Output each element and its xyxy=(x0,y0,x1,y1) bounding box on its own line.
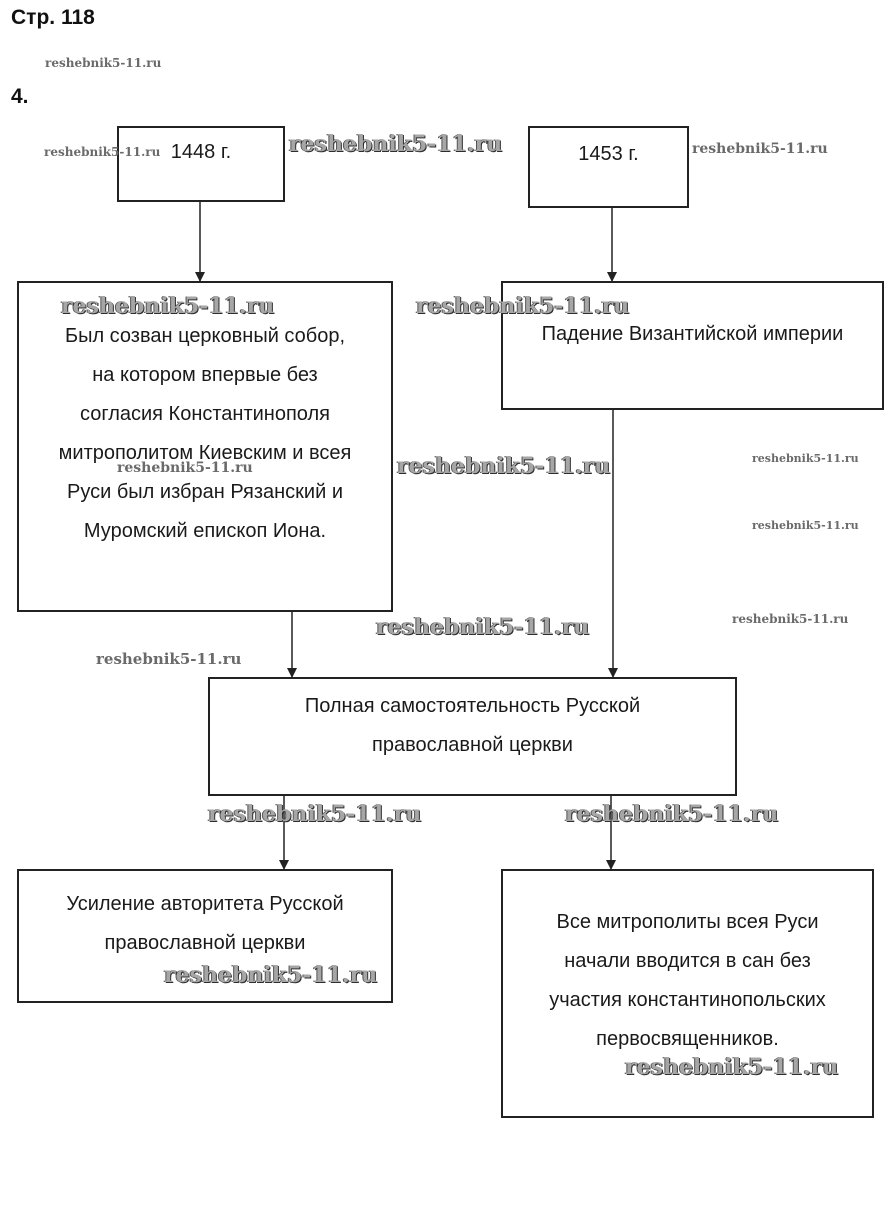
authority-line: православной церкви xyxy=(104,932,306,954)
box-byzantium-fall: Падение Византийской империи xyxy=(501,281,884,410)
independence-line: Полная самостоятельность Русской xyxy=(304,695,641,717)
year-1453-text: 1453 г. xyxy=(578,143,639,165)
box-church-independence: Полная самостоятельность Русской правосл… xyxy=(208,677,737,796)
box-metropolitans: Все митрополиты всея Руси начали вводитс… xyxy=(501,869,874,1118)
metropolitans-line: участия константинопольских xyxy=(549,989,826,1011)
council-line: согласия Константинополя xyxy=(80,403,330,425)
metropolitans-line: Все митрополиты всея Руси xyxy=(556,911,819,933)
box-year-1453: 1453 г. xyxy=(528,126,689,208)
council-line: на котором впервые без xyxy=(92,364,318,386)
metropolitans-line: начали вводится в сан без xyxy=(564,950,811,972)
authority-line: Усиление авторитета Русской xyxy=(66,893,344,915)
byzantium-fall-text: Падение Византийской империи xyxy=(541,323,844,345)
council-line: Муромский епископ Иона. xyxy=(83,520,327,542)
council-line: Руси был избран Рязанский и xyxy=(67,481,343,503)
year-1448-text: 1448 г. xyxy=(170,141,232,163)
box-year-1448: 1448 г. xyxy=(117,126,285,202)
box-church-authority: Усиление авторитета Русской православной… xyxy=(17,869,393,1003)
council-line: митрополитом Киевским и всея xyxy=(58,442,352,464)
box-church-council: Был созван церковный собор, на котором в… xyxy=(17,281,393,612)
council-line: Был созван церковный собор, xyxy=(64,325,346,347)
independence-line: православной церкви xyxy=(372,734,573,756)
task-number: 4. xyxy=(11,85,29,108)
metropolitans-line: первосвященников. xyxy=(596,1028,779,1050)
page-heading: Стр. 118 xyxy=(11,6,95,29)
